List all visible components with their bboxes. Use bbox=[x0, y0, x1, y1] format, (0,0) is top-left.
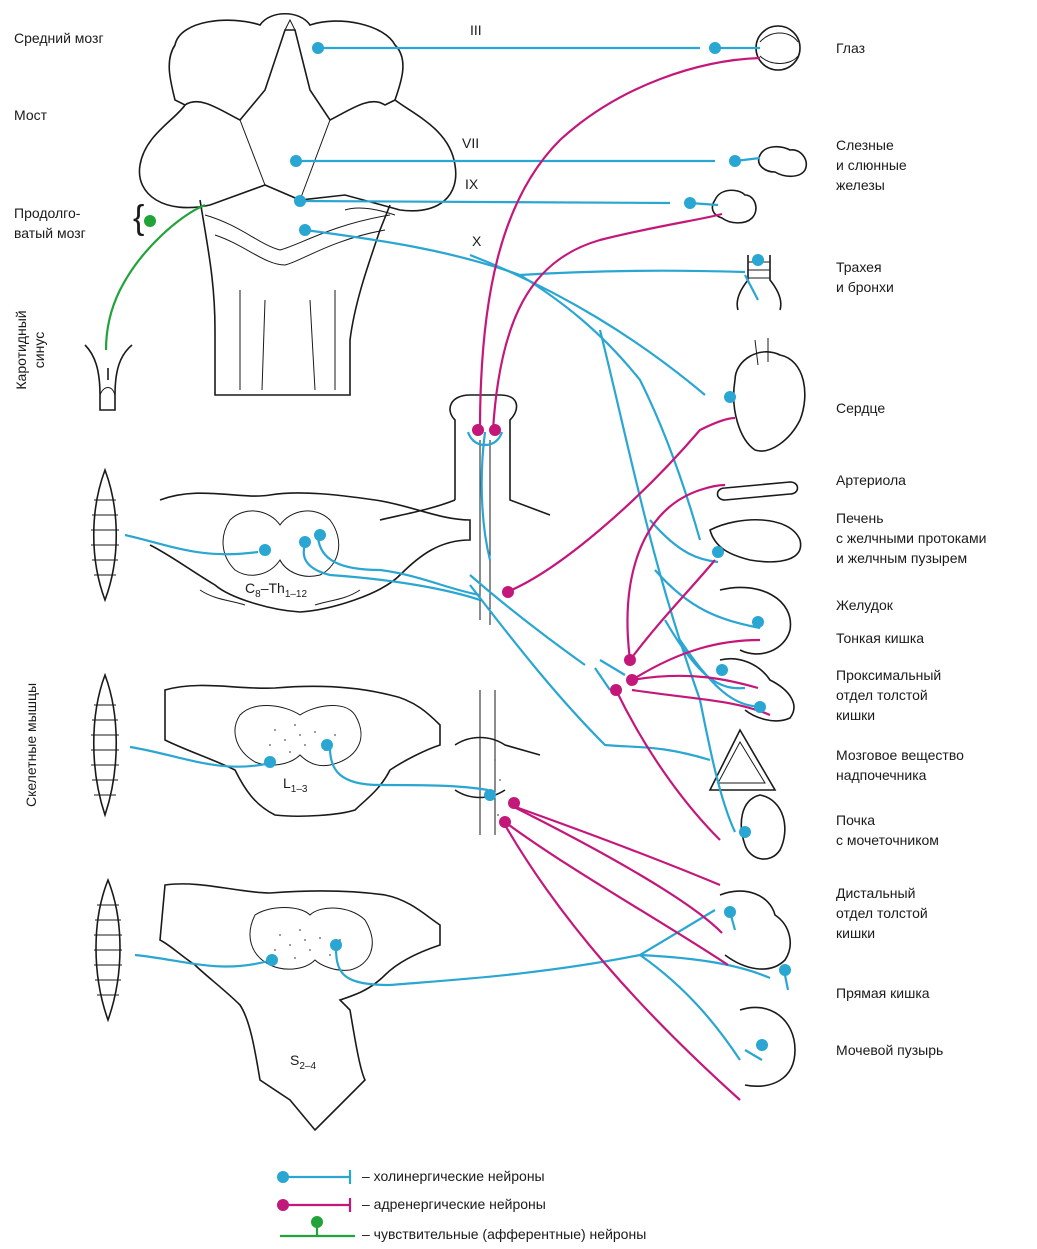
legend-adrenergic: – адренергические нейроны bbox=[362, 1196, 546, 1212]
adrenergic-pathways bbox=[480, 58, 770, 1100]
heart-organ bbox=[734, 338, 805, 451]
label-liver: Печень с желчными протоками и желчным пу… bbox=[836, 508, 986, 568]
segment-lumbar-letter: L bbox=[283, 775, 291, 791]
segment-sacral-letter: S bbox=[290, 1052, 299, 1068]
segment-thoracic-letter: C bbox=[245, 580, 255, 596]
afferent-pathway bbox=[106, 205, 205, 350]
segment-thoracic: C8–Th1–12 bbox=[245, 580, 307, 600]
skeletal-muscle-1 bbox=[91, 470, 119, 600]
legend-cholinergic: – холинергические нейроны bbox=[362, 1168, 545, 1184]
label-proximal-colon: Проксимальный отдел толстой кишки bbox=[836, 665, 941, 725]
skeletal-muscle-3 bbox=[94, 880, 122, 1020]
label-distal-colon: Дистальный отдел толстой кишки bbox=[836, 883, 928, 943]
eye-organ bbox=[756, 26, 800, 70]
skeletal-muscle-2 bbox=[91, 675, 119, 815]
label-arteriole: Артериола bbox=[836, 470, 906, 490]
segment-lumbar: L1–3 bbox=[283, 775, 307, 795]
spinal-section-lumbar bbox=[165, 685, 540, 835]
label-adrenal: Мозговое вещество надпочечника bbox=[836, 745, 964, 785]
label-kidney: Почка с мочеточником bbox=[836, 810, 939, 850]
label-eye: Глаз bbox=[836, 38, 865, 58]
label-skeletal-muscles: Скелетные мышцы bbox=[22, 660, 40, 830]
liver-organ bbox=[710, 520, 801, 562]
label-glands: Слезные и слюнные железы bbox=[836, 135, 907, 195]
spinal-section-sacral bbox=[160, 884, 440, 1130]
medulla-brace: { bbox=[133, 198, 144, 238]
label-bladder: Мочевой пузырь bbox=[836, 1040, 943, 1060]
nerve-IX: IX bbox=[465, 176, 478, 192]
label-midbrain: Средний мозг bbox=[14, 28, 104, 48]
segment-lumbar-sub: 1–3 bbox=[291, 784, 308, 795]
label-pons: Мост bbox=[14, 105, 47, 125]
label-stomach: Желудок bbox=[836, 595, 893, 615]
arteriole-organ bbox=[718, 482, 798, 500]
label-heart: Сердце bbox=[836, 398, 885, 418]
legend-afferent: – чувствительные (афферентные) нейроны bbox=[362, 1226, 646, 1242]
label-trachea: Трахея и бронхи bbox=[836, 257, 894, 297]
segment-thoracic-sub2: 1–12 bbox=[285, 589, 307, 600]
adrenal-organ bbox=[710, 730, 775, 790]
segment-sacral-sub: 2–4 bbox=[299, 1061, 316, 1072]
label-small-intestine: Тонкая кишка bbox=[836, 628, 924, 648]
label-carotid-sinus: Каротидный синус bbox=[12, 270, 48, 430]
segment-sacral: S2–4 bbox=[290, 1052, 316, 1072]
label-rectum: Прямая кишка bbox=[836, 983, 930, 1003]
label-medulla: Продолго- ватый мозг bbox=[14, 203, 86, 243]
nerve-X: X bbox=[472, 233, 481, 249]
gray-matter-stipple bbox=[269, 724, 501, 959]
distal-colon-organ bbox=[720, 891, 790, 969]
legend-symbols bbox=[277, 1170, 355, 1236]
carotid-sinus bbox=[85, 345, 132, 410]
segment-thoracic-mid: –Th bbox=[261, 580, 285, 596]
nerve-VII: VII bbox=[462, 135, 479, 151]
nerve-III: III bbox=[470, 22, 482, 38]
